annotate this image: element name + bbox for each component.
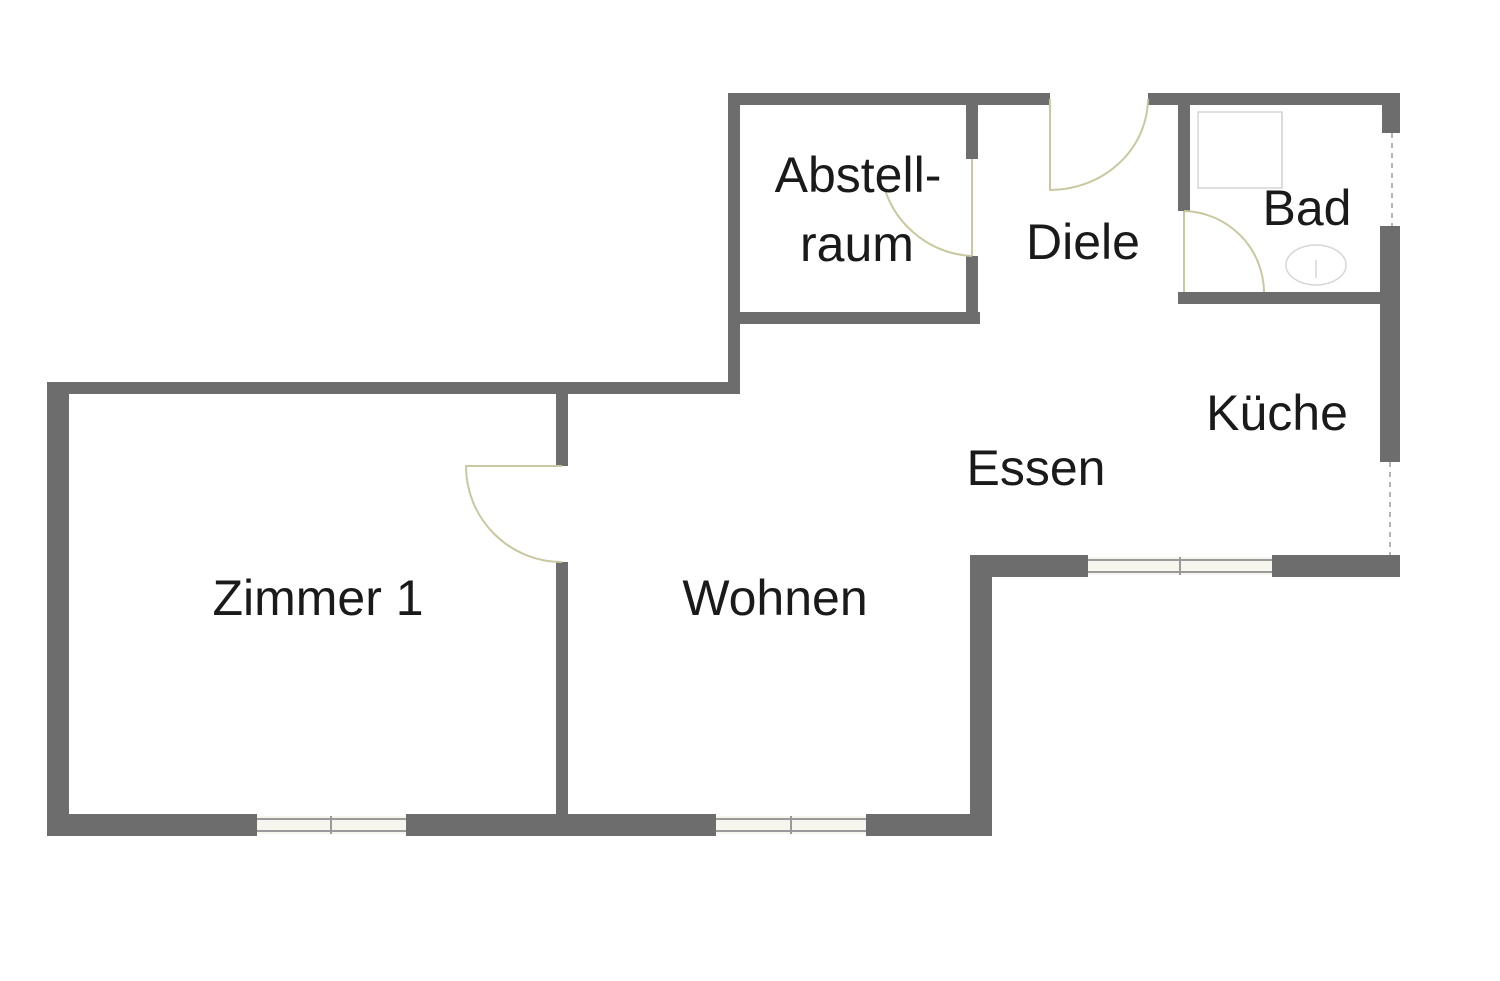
interior-walls: [556, 93, 1400, 836]
wall-bottom-3: [866, 814, 992, 836]
label-wohnen: Wohnen: [682, 570, 867, 626]
door-zimmer1: [464, 465, 563, 563]
wall-left: [47, 382, 69, 836]
wall-partition-upper: [556, 382, 568, 466]
label-abstellraum-line2: raum: [800, 216, 914, 272]
window-essen: [1088, 557, 1272, 575]
wall-top-bad: [1148, 93, 1400, 105]
wall-step: [728, 93, 740, 394]
label-abstellraum-line1: Abstell-: [775, 147, 942, 203]
label-zimmer1: Zimmer 1: [212, 570, 423, 626]
bathroom-fixtures: [1197, 111, 1347, 286]
exterior-walls: [47, 93, 1400, 836]
wall-drop: [970, 555, 992, 836]
wall-top-abstell: [728, 93, 1050, 105]
wall-bottom-east-right: [1272, 555, 1400, 577]
door-abstellraum: [884, 159, 973, 257]
label-diele: Diele: [1026, 214, 1140, 270]
window-wohnen: [716, 816, 866, 834]
wall-bad-left: [1178, 93, 1190, 211]
wall-partition-lower: [556, 562, 568, 836]
wall-right-top: [1382, 93, 1400, 133]
wall-bottom-east-left: [970, 555, 1088, 577]
door-entrance: [1049, 98, 1149, 192]
shower-tray: [1197, 111, 1283, 189]
label-bad: Bad: [1263, 180, 1352, 236]
windows: [257, 133, 1393, 834]
washbasin: [1285, 244, 1347, 286]
wall-abstell-bottom: [728, 312, 980, 324]
wall-top-left: [47, 382, 740, 394]
doors: [464, 98, 1265, 563]
door-bad: [1183, 210, 1265, 293]
label-kueche: Küche: [1206, 385, 1348, 441]
label-essen: Essen: [967, 440, 1106, 496]
wall-right-mid: [1380, 226, 1400, 462]
wall-abstell-right-top: [966, 93, 978, 159]
room-labels: Abstell- raum Diele Bad Küche Essen Zimm…: [212, 147, 1351, 626]
window-zimmer1: [257, 816, 406, 834]
wall-abstell-right-bottom: [966, 256, 978, 324]
wall-bottom-1: [47, 814, 257, 836]
wall-bad-bottom: [1178, 292, 1400, 304]
